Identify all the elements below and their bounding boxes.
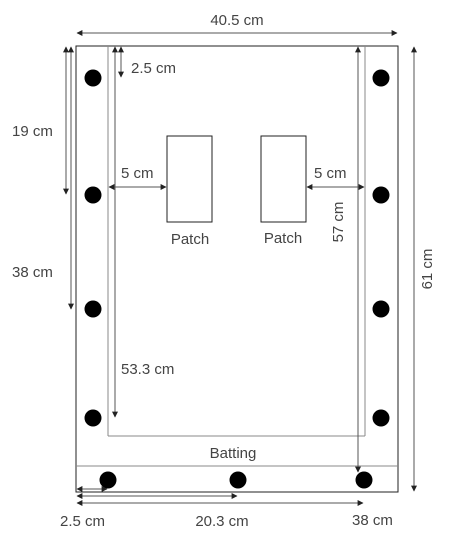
hole-right-4 <box>372 409 390 427</box>
dim-total-width-label: 40.5 cm <box>210 12 263 29</box>
hole-left-4 <box>84 409 102 427</box>
batting-label: Batting <box>210 445 257 462</box>
hole-left-2 <box>84 186 102 204</box>
dim-side-gap-left-label: 5 cm <box>121 165 154 182</box>
patch-left <box>166 135 213 223</box>
patch-left-label: Patch <box>171 231 209 248</box>
dim-right-length-label: 57 cm <box>330 202 347 243</box>
dim-top-offset-label: 2.5 cm <box>131 60 176 77</box>
patch-right-label: Patch <box>264 230 302 247</box>
dim-left-length-label: 53.3 cm <box>121 361 174 378</box>
hole-bottom-3 <box>355 471 373 489</box>
dim-side-gap-right-label: 5 cm <box>314 165 347 182</box>
board-outline <box>75 45 399 493</box>
dim-bottom-right-label: 38 cm <box>352 512 393 529</box>
hole-right-2 <box>372 186 390 204</box>
dim-hole-spacing-long-label: 38 cm <box>12 264 53 281</box>
dim-bottom-mid-label: 20.3 cm <box>195 513 248 530</box>
dim-bottom-offset-label: 2.5 cm <box>60 513 105 530</box>
patch-right <box>260 135 307 223</box>
dim-total-height-label: 61 cm <box>419 249 436 290</box>
hole-left-1 <box>84 69 102 87</box>
hole-bottom-2 <box>229 471 247 489</box>
hole-right-1 <box>372 69 390 87</box>
hole-left-3 <box>84 300 102 318</box>
hole-right-3 <box>372 300 390 318</box>
hole-bottom-1 <box>99 471 117 489</box>
dim-hole-spacing-short-label: 19 cm <box>12 123 53 140</box>
